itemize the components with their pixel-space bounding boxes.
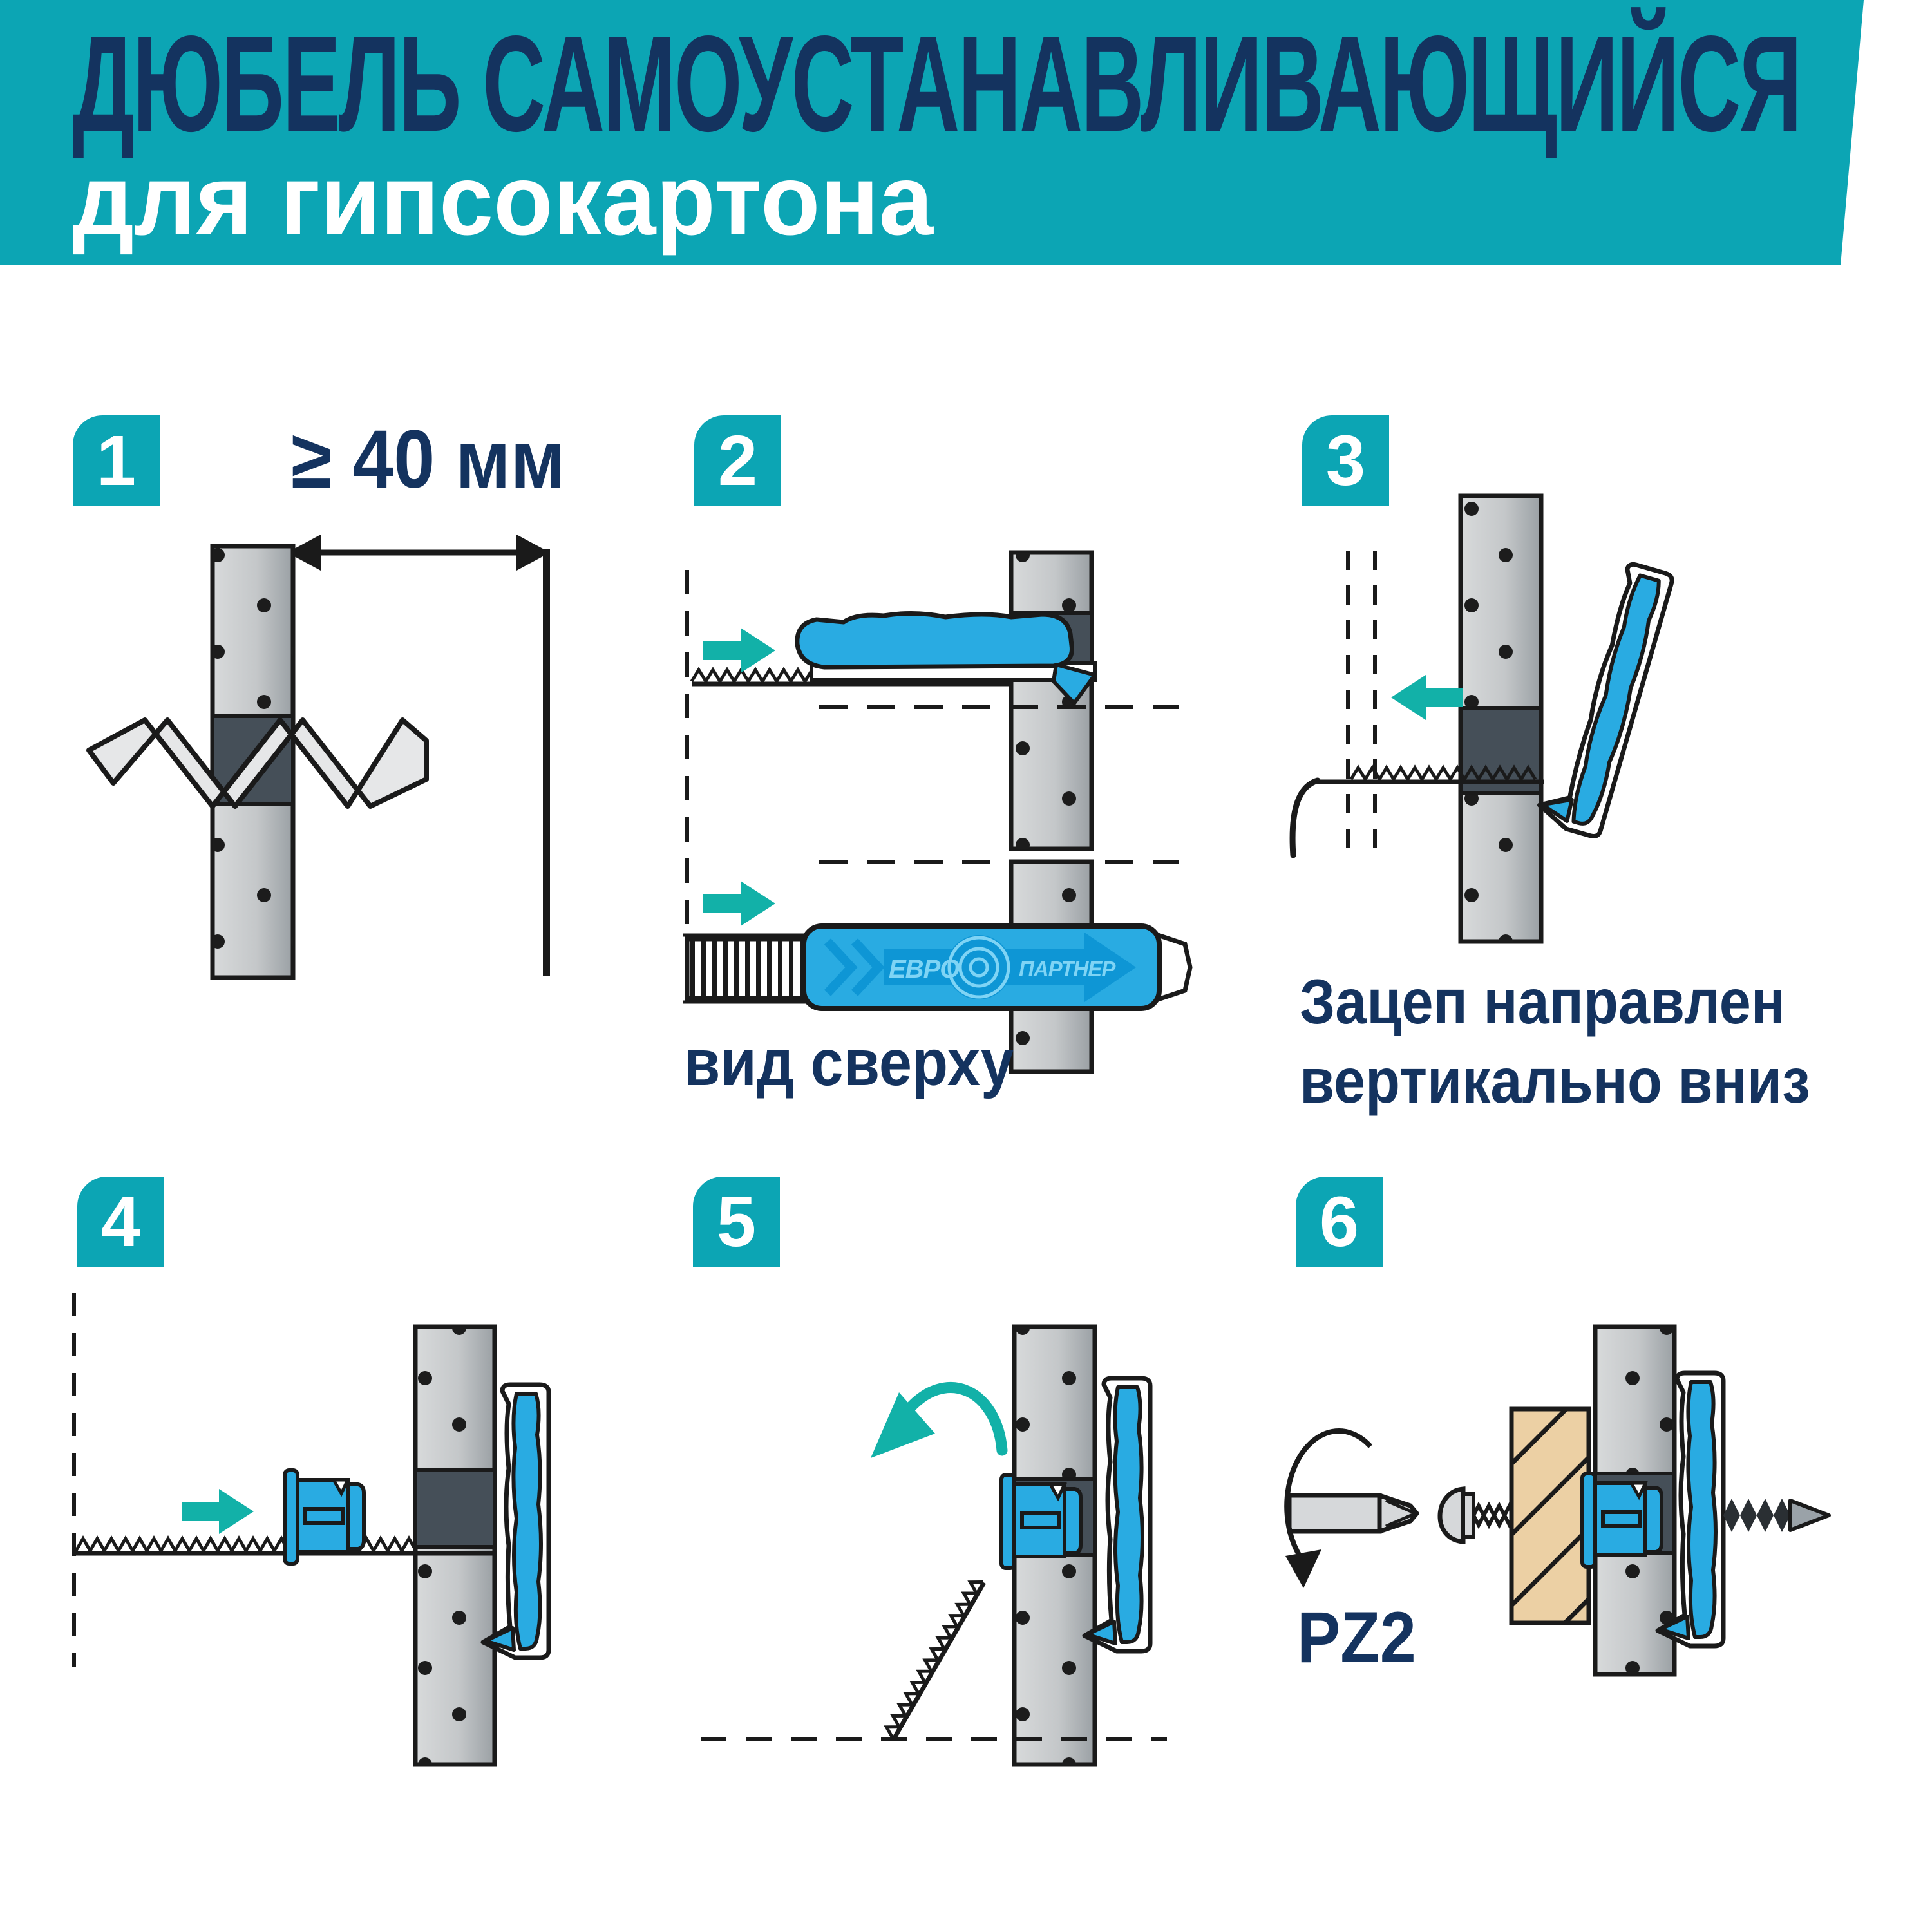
step3-caption-line2: вертикально вниз (1300, 1045, 1810, 1117)
step6-illustration (1284, 1324, 1831, 1677)
step4-illustration (72, 1293, 549, 1767)
header-banner: ДЮБЕЛЬ САМОУСТАНАВЛИВАЮЩИЙСЯ для гипсока… (0, 0, 1864, 265)
snapped-strap (884, 1580, 987, 1740)
step2-number: 2 (717, 421, 758, 500)
step1-number: 1 (96, 421, 137, 500)
plug-installed (1001, 1475, 1081, 1568)
brand-word1: ЕВРО (889, 955, 960, 983)
anchor-side-view (795, 611, 1074, 670)
step4-number: 4 (100, 1182, 141, 1262)
brand-logo-icon (947, 935, 1011, 999)
anchor-tilted (1535, 558, 1674, 838)
insert-arrow-icon (703, 881, 775, 926)
step3-caption-line1: Зацеп направлен (1300, 966, 1786, 1037)
dimension-label: ≥ 40 мм (291, 413, 565, 506)
rotation-arrow-icon (1284, 1428, 1372, 1568)
step1-illustration (86, 535, 550, 980)
page-subtitle: для гипсокартона (72, 144, 933, 256)
brand-word2: ПАРТНЕР (1019, 957, 1116, 981)
step3-illustration (1289, 493, 1674, 944)
step2-illustration: ЕВРО ПАРТНЕР (683, 550, 1193, 1074)
screw-tip-thread (1723, 1499, 1790, 1532)
dimension-arrow (287, 535, 550, 571)
step3-number: 3 (1325, 421, 1366, 500)
wall-line (543, 549, 550, 976)
step4-badge: 4 (77, 1177, 164, 1267)
insert-arrow-icon (703, 628, 775, 673)
bend-arrow-icon (901, 1382, 1008, 1456)
step2-badge: 2 (694, 415, 781, 506)
plug-sliding (285, 1470, 364, 1564)
step3-caption: Зацеп направлен вертикально вниз (1300, 962, 1867, 1121)
drill-bit-icon (86, 717, 429, 809)
step5-number: 5 (716, 1182, 757, 1262)
slide-arrow-icon (182, 1489, 254, 1534)
step5-illustration (701, 1324, 1167, 1767)
screwdriver-bit-icon (1284, 1428, 1419, 1588)
step6-number: 6 (1319, 1182, 1359, 1262)
top-view-caption: вид сверху (684, 1026, 1014, 1099)
step6-badge: 6 (1296, 1177, 1383, 1267)
page-title: ДЮБЕЛЬ САМОУСТАНАВЛИВАЮЩИЙСЯ (72, 7, 1802, 160)
step1-badge: 1 (73, 415, 160, 506)
pull-arrow-icon (1391, 675, 1463, 720)
bit-size-label: PZ2 (1297, 1597, 1416, 1678)
step5-badge: 5 (693, 1177, 780, 1267)
step3-badge: 3 (1302, 415, 1389, 506)
plug-with-screw (1582, 1473, 1662, 1567)
